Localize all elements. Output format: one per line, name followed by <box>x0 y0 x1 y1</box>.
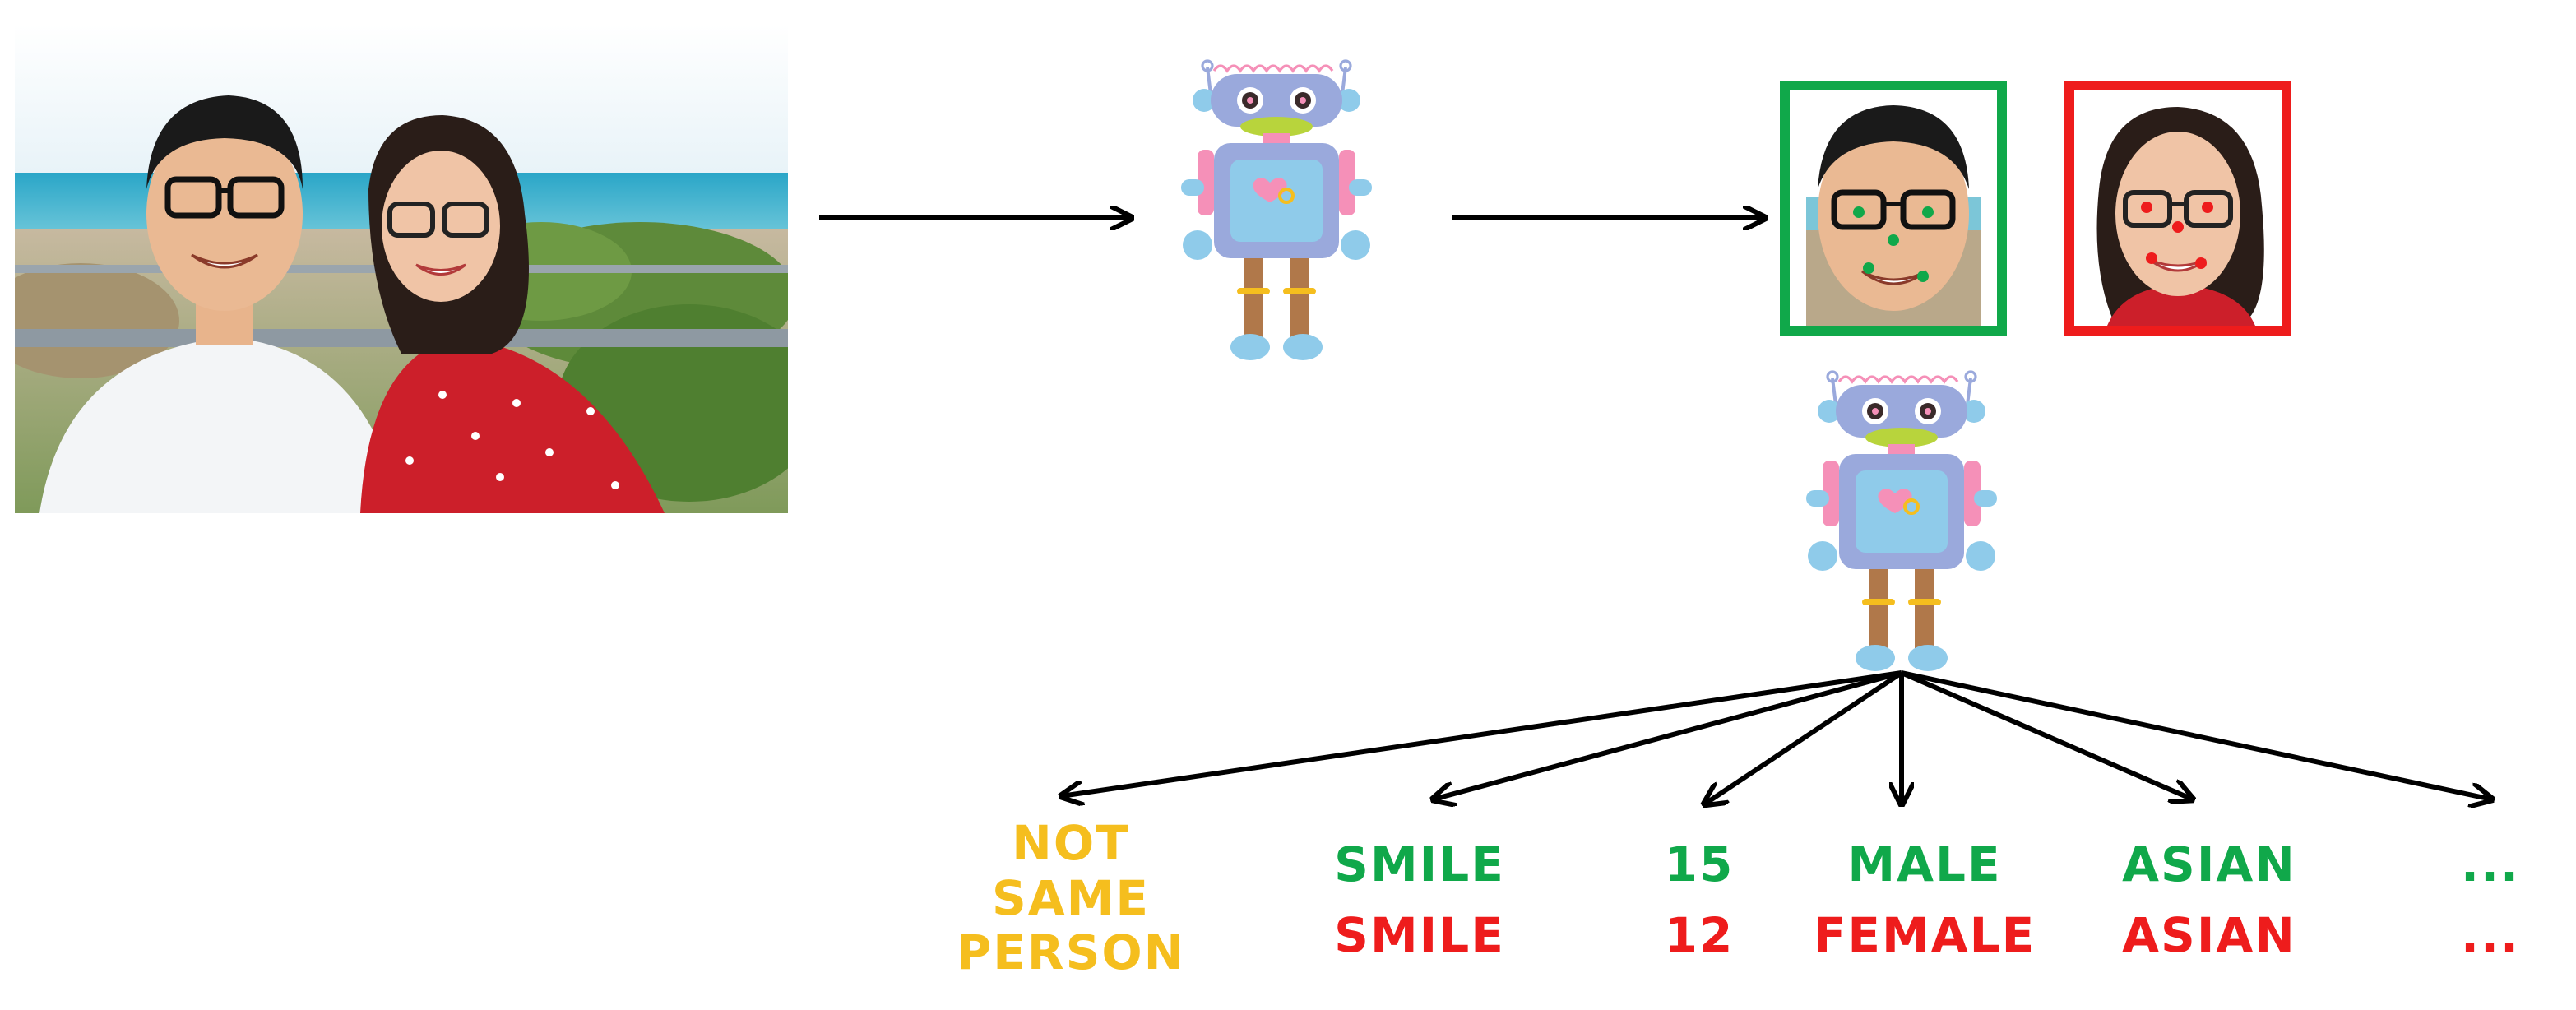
attr-gender-person-2: FEMALE <box>1813 907 2036 963</box>
arrow-icon <box>1061 670 1902 796</box>
arrow-icon <box>1901 670 2492 799</box>
face-crop-male <box>1806 105 1981 326</box>
attr-race-person-2: ASIAN <box>2122 907 2296 963</box>
photo-of-two-people <box>0 25 821 513</box>
label-line-3: PERSON <box>956 924 1186 981</box>
label-line-2: SAME <box>991 869 1150 926</box>
robot-icon <box>1803 362 2000 674</box>
attr-more-person-2: ... <box>2460 907 2521 963</box>
arrow-icon <box>1704 670 1903 804</box>
label-line-1: NOT <box>1012 815 1130 871</box>
face-box-1 <box>1780 81 2007 336</box>
output-same-person: NOT SAME PERSON <box>957 816 1185 980</box>
face-crop-female <box>2096 107 2264 326</box>
attr-gender-person-1: MALE <box>1847 836 2002 892</box>
arrow-icon <box>1433 670 1902 799</box>
robot-icon <box>1178 51 1375 364</box>
attr-more-person-1: ... <box>2460 836 2521 892</box>
attr-race-person-1: ASIAN <box>2122 836 2296 892</box>
photo-icon <box>0 25 821 513</box>
attr-smile-person-1: SMILE <box>1334 836 1505 892</box>
attr-age-person-1: 15 <box>1664 836 1735 892</box>
attr-age-person-2: 12 <box>1664 907 1735 963</box>
arrow-icon <box>1900 670 2193 799</box>
attr-smile-person-2: SMILE <box>1334 907 1505 963</box>
face-box-2 <box>2064 81 2291 336</box>
